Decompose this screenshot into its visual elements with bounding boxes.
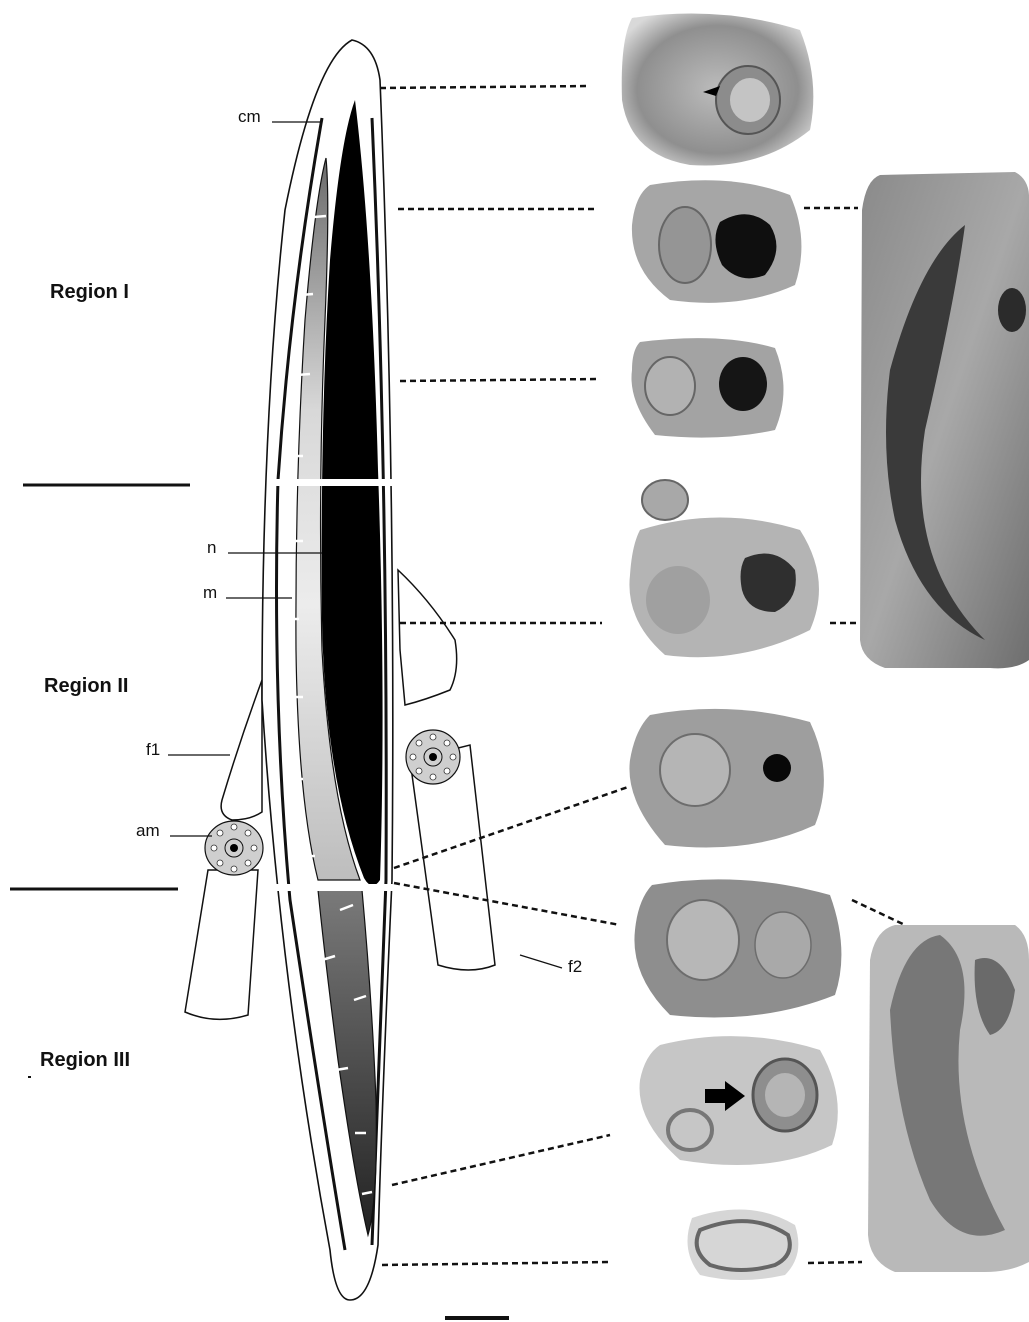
scale-bar (445, 1316, 509, 1320)
region-cut-ii-iii (270, 884, 400, 891)
micrograph-3 (631, 338, 783, 437)
region-label-iii: Region III (40, 1049, 130, 1071)
micrograph-long-2 (868, 925, 1029, 1272)
axoneme-cross-section-right (406, 730, 460, 784)
region-label-ii: Region II (44, 675, 128, 697)
label-cm: cm (238, 107, 261, 126)
label-f1: f1 (146, 740, 160, 759)
stray-mark (28, 1076, 31, 1078)
label-f2: f2 (568, 957, 582, 976)
region-label-i: Region I (50, 281, 129, 303)
micrograph-8 (688, 1209, 799, 1280)
label-n: n (207, 538, 216, 557)
micrograph-2 (632, 180, 802, 303)
region-cut-i-ii (270, 479, 400, 486)
axoneme-cross-section-left (205, 821, 263, 875)
label-am: am (136, 821, 160, 840)
micrograph-4 (629, 480, 819, 657)
micrograph-5 (629, 709, 823, 848)
micrograph-1 (622, 14, 814, 166)
label-m: m (203, 583, 217, 602)
micrograph-7 (640, 1036, 838, 1165)
micrograph-6 (634, 879, 841, 1017)
micrograph-long-1 (860, 172, 1029, 668)
